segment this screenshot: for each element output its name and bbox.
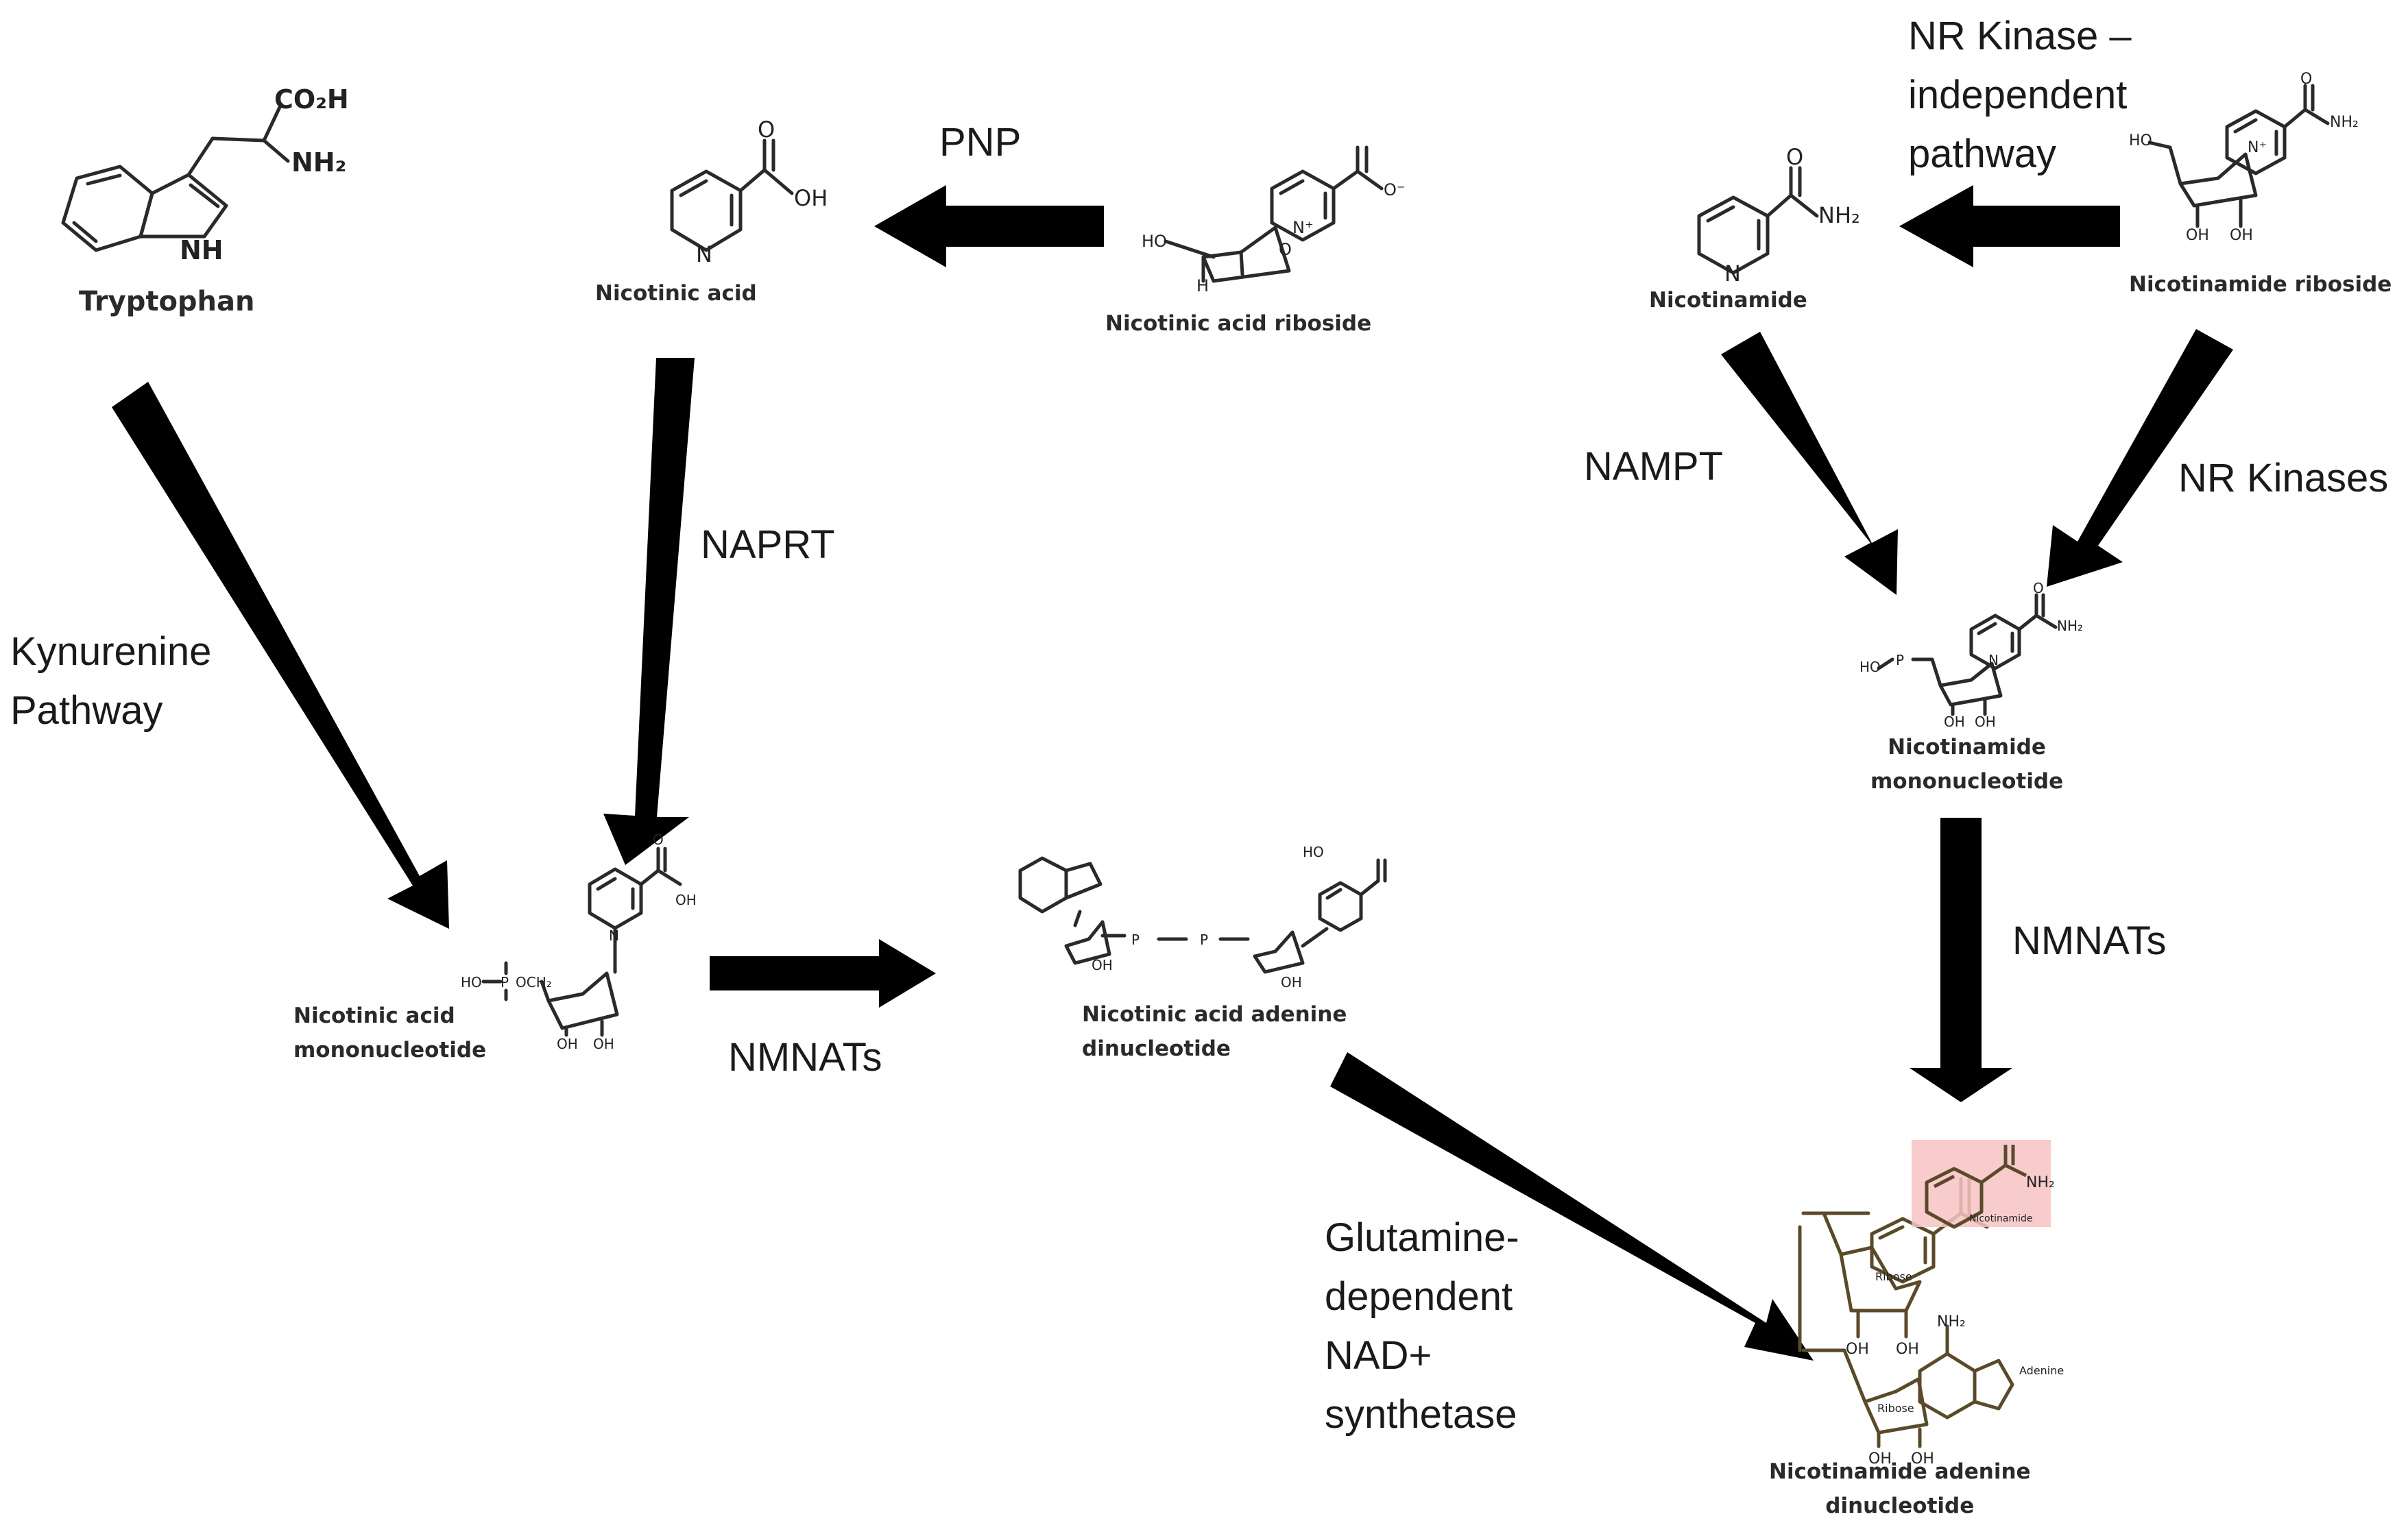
nad-ribose-top-label: Ribose: [1875, 1270, 1912, 1283]
nr-oh-right-label: OH: [2230, 227, 2253, 244]
tryptophan-label: Tryptophan: [79, 286, 255, 317]
nicotinamide-mononucleotide-label: Nicotinamide mononucleotide: [1870, 735, 2064, 794]
nad-nicotinamide-label: Nicotinamide: [1969, 1213, 2032, 1224]
nmn-oh-right-label: OH: [1975, 714, 1996, 730]
naad-oh-bottom-label: OH: [1281, 974, 1302, 990]
nad-oh-bottom-right-label: OH: [1911, 1450, 1934, 1468]
nicotinic-acid-riboside-label: Nicotinic acid riboside: [1105, 311, 1372, 336]
nicotinic-acid-oh-label: OH: [794, 185, 828, 211]
nmnats-right-label: NMNATs: [2012, 919, 2167, 963]
namn-oh-top-label: OH: [675, 892, 697, 908]
nicotinic-acid-adenine-dinucleotide-structure: [1018, 856, 1387, 974]
nmn-nh2-label: NH₂: [2057, 618, 2083, 634]
namn-ho-label: HO: [461, 974, 482, 990]
arrow-nmnats-left: [710, 939, 936, 1008]
nr-nh2-label: NH₂: [2330, 114, 2359, 131]
nicotinamide-mononucleotide-structure: [1877, 593, 2058, 716]
naad-ho-label: HO: [1303, 844, 1324, 860]
nicotinic-acid-mononucleotide-structure: [481, 847, 682, 1037]
nr-oh-left-label: OH: [2186, 227, 2209, 244]
naad-oh-label: OH: [1092, 957, 1113, 973]
nicotinic-acid-o-label: O: [758, 117, 775, 143]
nad-oh-bottom-left-label: OH: [1868, 1450, 1892, 1468]
nad-label: Nicotinamide adenine dinucleotide: [1769, 1459, 2031, 1518]
nicotinamide-nh2-label: NH₂: [1818, 202, 1860, 228]
nicotinic-acid-mononucleotide-label: Nicotinic acid mononucleotide: [293, 1004, 487, 1062]
nmn-o-label: O: [2033, 580, 2044, 596]
riboside-h-label: H: [1196, 276, 1209, 295]
nmn-p-label: P: [1896, 652, 1904, 668]
arrow-naprt: [603, 358, 695, 865]
namn-och2-label: OCH₂: [516, 974, 552, 990]
nad-nicotinamide-ring: [1925, 1145, 2027, 1229]
nicotinamide-o-label: O: [1786, 144, 1803, 170]
nicotinamide-label: Nicotinamide: [1649, 288, 1807, 313]
nampt-label: NAMPT: [1584, 444, 1723, 489]
nmn-n-label: N: [1988, 652, 1999, 668]
arrow-glutamine: [1330, 1052, 1814, 1361]
nicotinamide-riboside-label: Nicotinamide riboside: [2129, 272, 2392, 297]
nmn-oh-left-label: OH: [1944, 714, 1965, 730]
arrow-kynurenine: [112, 382, 449, 929]
nad-nh2-top-label: NH₂: [2026, 1174, 2055, 1191]
nad-oh-left-label: OH: [1846, 1341, 1869, 1358]
arrow-nmnats-right: [1910, 818, 2012, 1102]
arrow-nampt: [1721, 332, 1898, 595]
nad-oh-right-label: OH: [1896, 1341, 1919, 1358]
nr-o-label: O: [2300, 71, 2312, 88]
arrow-nr-kinases: [2047, 329, 2233, 587]
nmn-ho-label: HO: [1859, 659, 1881, 675]
glutamine-synthetase-label: Glutamine- dependent NAD+ synthetase: [1325, 1215, 1519, 1437]
nad-adenine-label: Adenine: [2019, 1364, 2064, 1377]
nad-nh2-adenine-label: NH₂: [1937, 1313, 1966, 1330]
nicotinamide-structure: [1697, 166, 1819, 275]
kynurenine-pathway-label: Kynurenine Pathway: [10, 629, 212, 733]
pnp-label: PNP: [939, 120, 1022, 165]
nicotinamide-riboside-structure: [2147, 84, 2330, 228]
nr-n-plus-label: N⁺: [2248, 139, 2267, 156]
namn-o-label: O: [653, 831, 664, 848]
namn-oh-right-label: OH: [593, 1036, 614, 1052]
nmnats-left-label: NMNATs: [728, 1035, 882, 1080]
riboside-ho-label: HO: [1142, 232, 1167, 251]
nr-kinases-label: NR Kinases: [2178, 456, 2389, 500]
nr-kinase-independent-label: NR Kinase – independent pathway: [1908, 14, 2132, 176]
arrow-pnp: [874, 185, 1104, 267]
namn-oh-left-label: OH: [557, 1036, 578, 1052]
nicotinamide-n-label: N: [1724, 260, 1741, 287]
tryptophan-nh2-label: NH₂: [291, 147, 346, 178]
naad-p-right-label: P: [1200, 932, 1208, 948]
riboside-o-label: O: [1279, 240, 1292, 259]
nicotinic-acid-riboside-structure: [1164, 145, 1384, 283]
riboside-n-plus-label: N⁺: [1292, 218, 1314, 237]
nicotinic-acid-adenine-dinucleotide-label: Nicotinic acid adenine dinucleotide: [1082, 1002, 1347, 1061]
arrow-nr-kinase-independent: [1899, 185, 2120, 267]
tryptophan-nh-label: NH: [180, 235, 224, 265]
namn-n-label: N: [609, 927, 619, 944]
nicotinic-acid-structure: [670, 138, 794, 252]
nicotinic-acid-label: Nicotinic acid: [595, 281, 757, 306]
nad-ribose-bottom-label: Ribose: [1877, 1402, 1914, 1415]
riboside-o-minus-label: O⁻: [1384, 180, 1406, 199]
tryptophan-structure: [61, 102, 290, 252]
naprt-label: NAPRT: [701, 522, 835, 567]
nr-ho-label: HO: [2129, 132, 2152, 149]
naad-p-left-label: P: [1131, 932, 1140, 948]
tryptophan-co2h-label: CO₂H: [274, 84, 349, 114]
namn-p-label: P: [501, 974, 509, 990]
nicotinic-acid-n-label: N: [696, 241, 712, 267]
